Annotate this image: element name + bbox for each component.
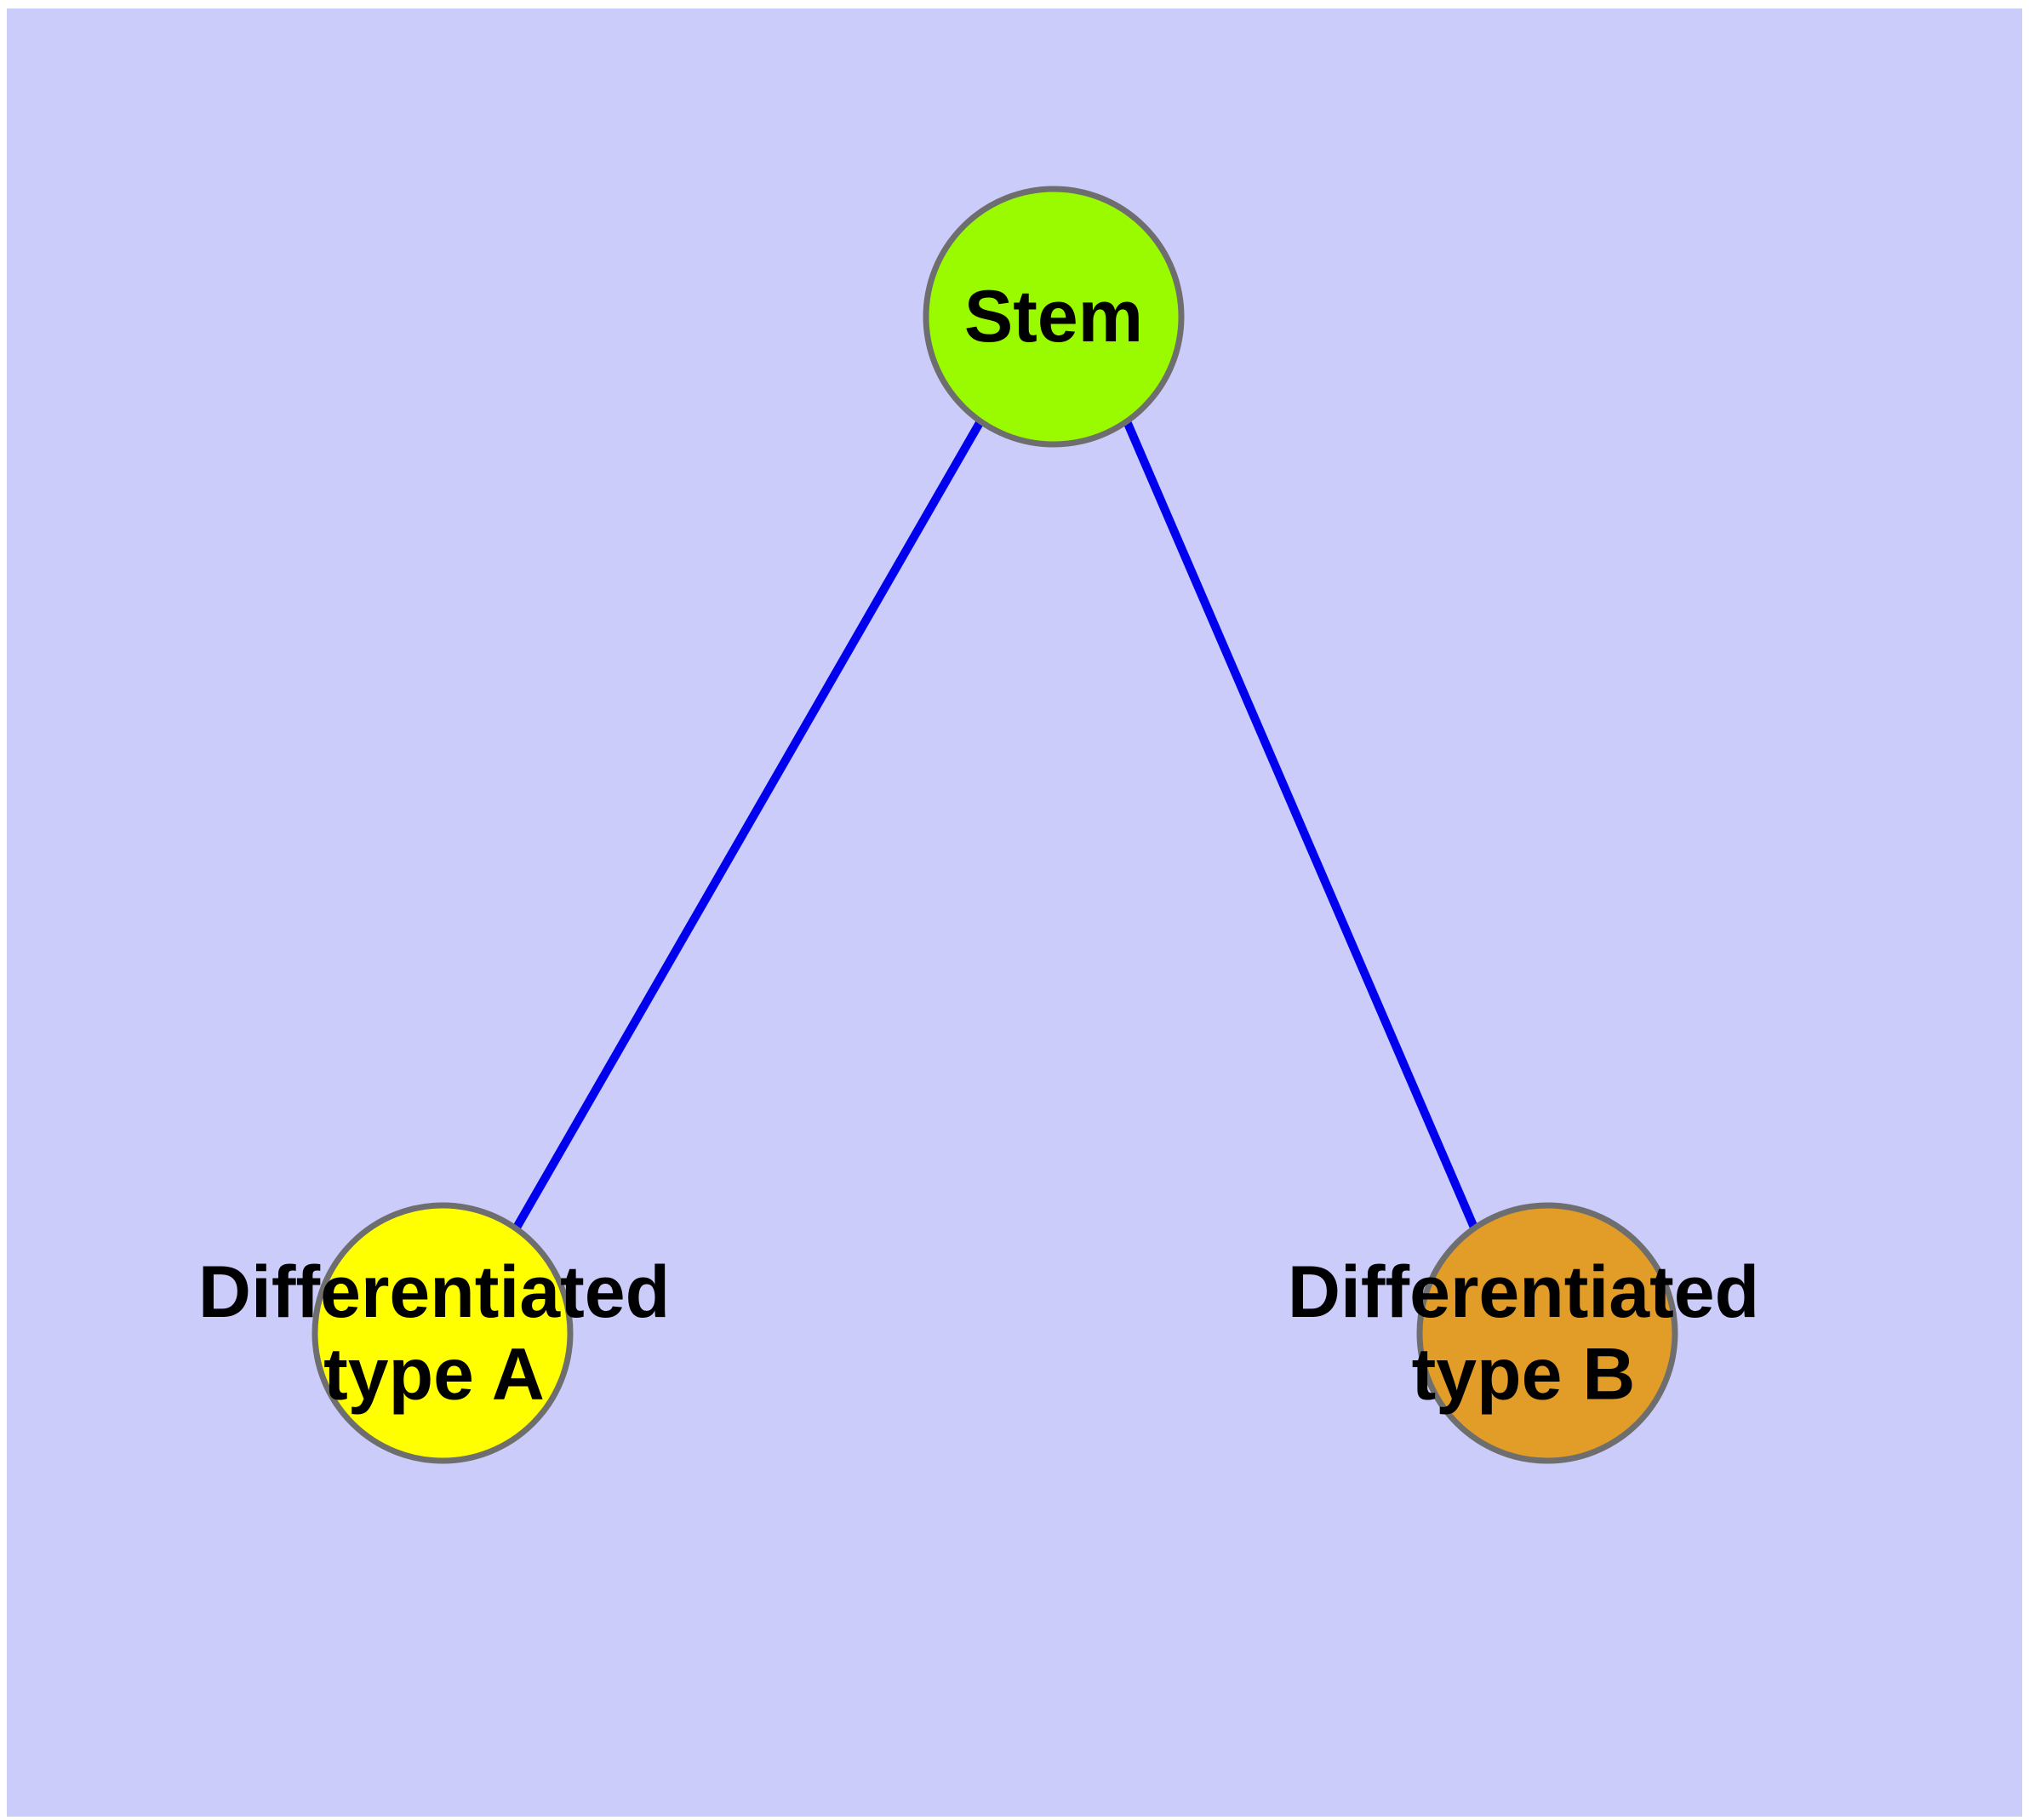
- node-label-line: type A: [323, 1333, 545, 1415]
- node-differentiated-type-b[interactable]: [1416, 1202, 1678, 1464]
- node-label-line: Stem: [964, 276, 1143, 358]
- edge-stem-to-differentiated-type-a[interactable]: [512, 419, 985, 1230]
- node-label-line: type B: [1412, 1333, 1636, 1415]
- node-label-stem: Stem: [964, 276, 1143, 358]
- edge-stem-to-differentiated-type-b[interactable]: [1123, 420, 1478, 1229]
- node-label-line: Differentiated: [1288, 1251, 1759, 1333]
- node-differentiated-type-a[interactable]: [311, 1202, 574, 1464]
- edge-layer: [512, 419, 1478, 1230]
- node-label-line: Differentiated: [198, 1251, 670, 1333]
- node-stem[interactable]: [923, 186, 1185, 448]
- node-layer: [311, 186, 1678, 1464]
